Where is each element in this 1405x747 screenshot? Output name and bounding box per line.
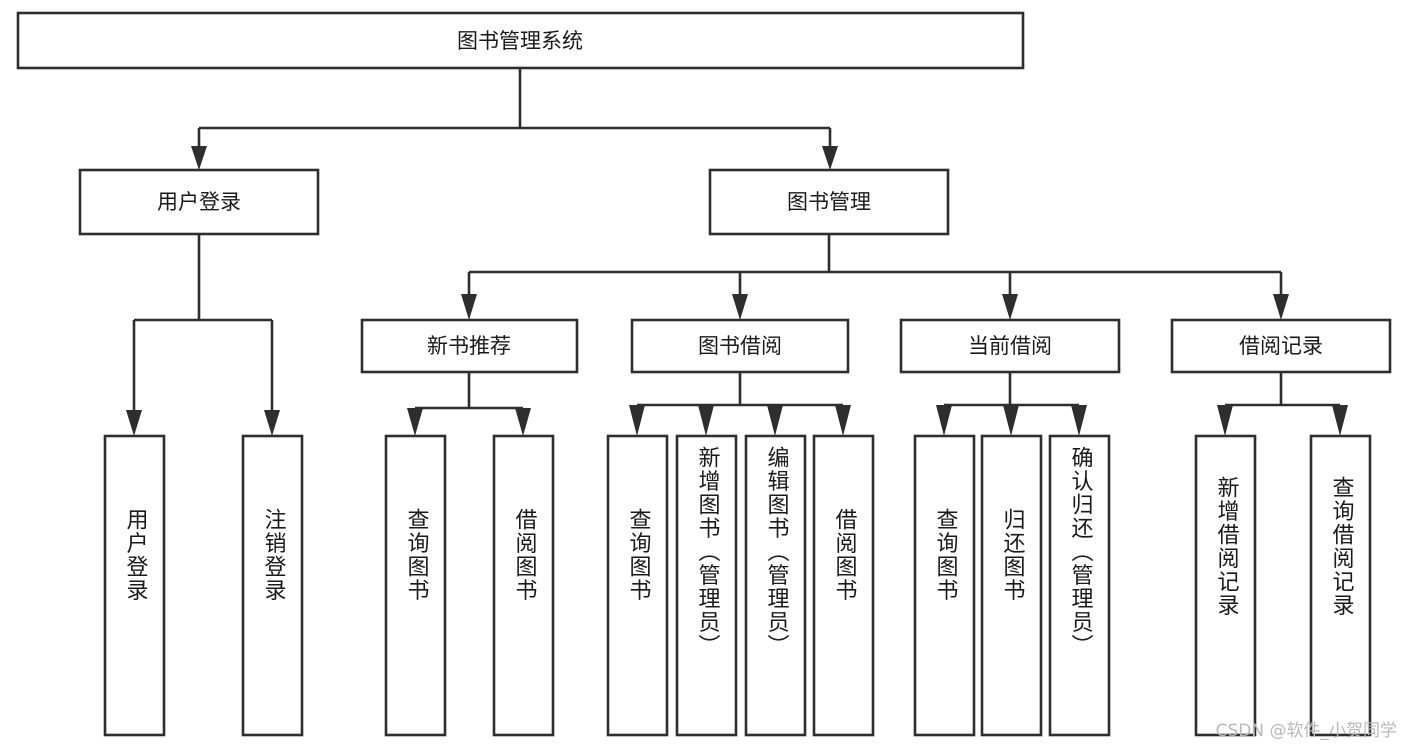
node-root-system-label: 图书管理系统 [457, 29, 583, 53]
node-book-borrow[interactable] [630, 318, 850, 374]
arrow-to-borrow-record [1273, 294, 1289, 320]
arrow-to-new-book [461, 294, 477, 320]
node-current-borrow[interactable] [899, 318, 1121, 374]
arrow-to-user-login [191, 146, 207, 170]
arrow-current-borrow-leaf3 [1071, 405, 1087, 436]
node-current-borrow-label: 当前借阅 [968, 334, 1052, 358]
arrow-to-current-borrow [1002, 294, 1018, 320]
leaf-user-login-0[interactable] [103, 434, 166, 737]
arrow-user-login-leaf2 [264, 410, 280, 436]
leaf-new-book-1[interactable] [492, 434, 555, 737]
node-book-manage[interactable] [708, 168, 950, 236]
arrow-book-borrow-leaf2 [698, 405, 714, 436]
leaf-borrow-record-0[interactable] [1194, 434, 1257, 737]
arrow-book-borrow-leaf1 [629, 405, 645, 436]
node-root-system[interactable] [16, 11, 1025, 70]
arrow-to-book-manage [822, 146, 838, 170]
leaf-current-borrow-0[interactable] [913, 434, 976, 737]
leaf-book-borrow-1[interactable] [675, 434, 738, 737]
arrow-user-login-leaf1 [126, 410, 142, 436]
node-new-book-recommend-label: 新书推荐 [427, 334, 511, 358]
node-book-borrow-label: 图书借阅 [698, 334, 782, 358]
leaf-new-book-0[interactable] [384, 434, 447, 737]
node-borrow-record[interactable] [1170, 318, 1392, 374]
node-new-book-recommend[interactable] [360, 318, 579, 374]
arrow-borrow-record-leaf1 [1217, 405, 1233, 436]
node-user-login-label: 用户登录 [157, 190, 241, 214]
arrow-to-book-borrow [732, 294, 748, 320]
leaf-current-borrow-1[interactable] [980, 434, 1043, 737]
arrow-new-book-leaf1 [407, 408, 423, 436]
leaf-current-borrow-2[interactable] [1048, 434, 1111, 737]
node-book-manage-label: 图书管理 [787, 190, 871, 214]
arrow-current-borrow-leaf2 [1003, 405, 1019, 436]
leaf-book-borrow-0[interactable] [606, 434, 669, 737]
leaf-user-login-1[interactable] [241, 434, 304, 737]
node-borrow-record-label: 借阅记录 [1239, 334, 1323, 358]
leaf-book-borrow-3[interactable] [812, 434, 875, 737]
arrow-new-book-leaf2 [515, 408, 531, 436]
leaf-book-borrow-2[interactable] [744, 434, 807, 737]
arrow-borrow-record-leaf2 [1332, 405, 1348, 436]
leaf-borrow-record-1[interactable] [1309, 434, 1372, 737]
arrow-book-borrow-leaf4 [835, 405, 851, 436]
arrow-book-borrow-leaf3 [767, 405, 783, 436]
arrow-current-borrow-leaf1 [936, 405, 952, 436]
